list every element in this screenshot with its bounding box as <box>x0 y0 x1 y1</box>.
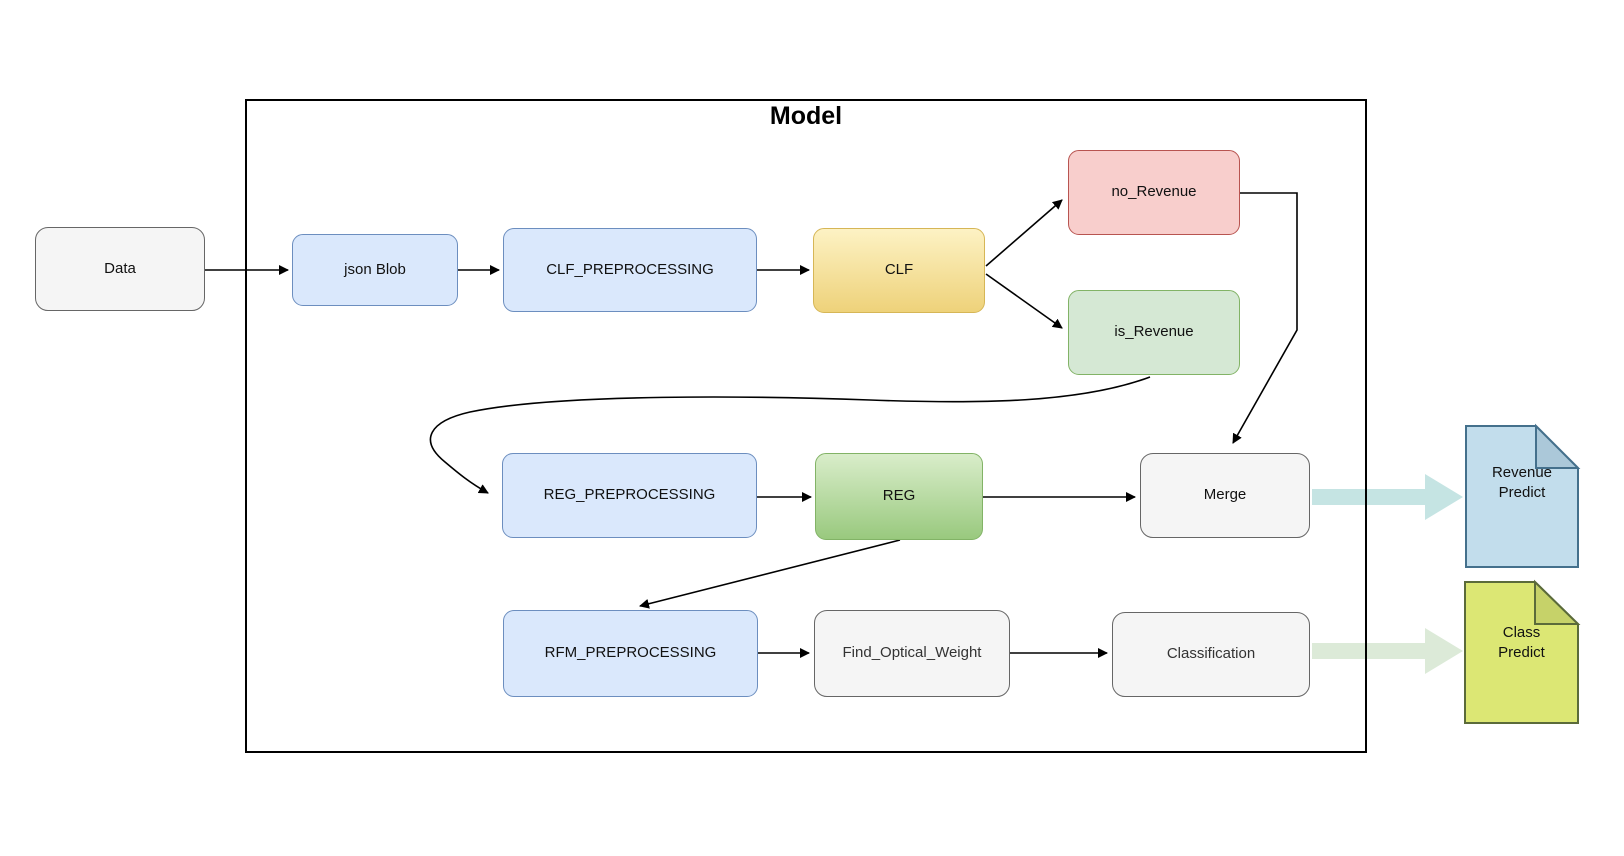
node-no-revenue: no_Revenue <box>1068 150 1240 235</box>
edge-reg-rfmpre <box>639 539 901 609</box>
fat-arrow-revenue <box>1312 474 1463 520</box>
edge-isrevenue-regpre <box>429 376 1151 494</box>
node-reg-label: REG <box>882 487 916 505</box>
node-merge-label: Merge <box>1203 486 1247 504</box>
node-clf-label: CLF <box>884 261 914 279</box>
node-json-blob: json Blob <box>292 234 458 306</box>
class-predict-label: Class Predict <box>1498 623 1545 661</box>
node-classification-label: Classification <box>1166 645 1256 663</box>
node-clf-preprocessing-label: CLF_PREPROCESSING <box>546 260 714 278</box>
node-classification: Classification <box>1112 612 1310 697</box>
node-clf-preprocessing: CLF_PREPROCESSING <box>503 228 757 312</box>
fat-arrow-class <box>1312 628 1463 674</box>
node-data: Data <box>35 227 205 311</box>
node-reg: REG <box>815 453 983 540</box>
class-predict-document <box>1464 579 1581 724</box>
node-is-revenue: is_Revenue <box>1068 290 1240 375</box>
node-rfm-preprocessing-label: RFM_PREPROCESSING <box>544 644 717 662</box>
edge-clf-isrevenue <box>985 273 1063 329</box>
node-find-optical-weight-label: Find_Optical_Weight <box>842 644 982 662</box>
node-merge: Merge <box>1140 453 1310 538</box>
node-rfm-preprocessing: RFM_PREPROCESSING <box>503 610 758 697</box>
node-reg-preprocessing: REG_PREPROCESSING <box>502 453 757 538</box>
node-find-optical-weight: Find_Optical_Weight <box>814 610 1010 697</box>
node-data-label: Data <box>104 259 136 277</box>
revenue-predict-document <box>1465 423 1581 568</box>
edge-clf-norevenue <box>985 199 1063 267</box>
edge-norevenue-merge <box>1232 192 1298 444</box>
node-clf: CLF <box>813 228 985 313</box>
revenue-predict-label: Revenue Predict <box>1491 463 1553 501</box>
model-title: Model <box>769 102 843 130</box>
node-json-blob-label: json Blob <box>344 260 406 278</box>
node-is-revenue-label: is_Revenue <box>1114 323 1194 341</box>
node-no-revenue-label: no_Revenue <box>1111 183 1197 201</box>
node-reg-preprocessing-label: REG_PREPROCESSING <box>543 486 716 504</box>
model-boundary <box>245 99 1367 753</box>
